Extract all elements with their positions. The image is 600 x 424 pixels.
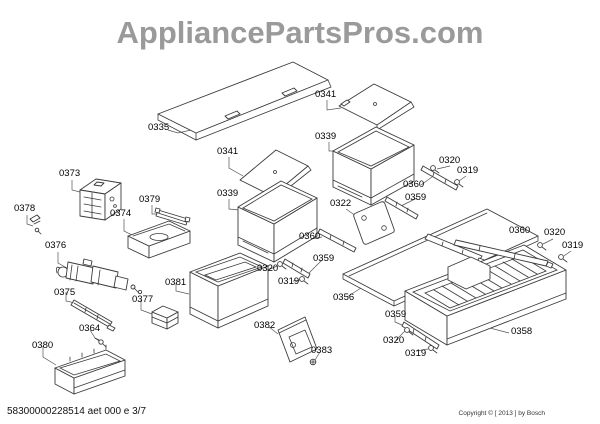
leader-0359-center (308, 259, 323, 274)
part-0359-rail-right (384, 196, 419, 220)
callout-0319-drawer: 0319 (562, 240, 584, 251)
leader-0356 (346, 287, 362, 298)
screw-0319-right (454, 179, 464, 188)
callout-0360-drawer: 0360 (509, 225, 531, 236)
leader-0383 (314, 351, 321, 361)
callout-0381: 0381 (165, 277, 187, 288)
callout-0339-left: 0339 (217, 188, 239, 199)
leader-0378 (26, 215, 34, 227)
callout-0359-center: 0359 (313, 253, 335, 264)
callout-0360-right: 0360 (403, 179, 425, 190)
callout-0379: 0379 (139, 194, 161, 205)
leader-0381 (175, 283, 190, 295)
part-0359-rail-center (282, 258, 311, 279)
part-0335-shelf (157, 61, 332, 141)
callout-0364: 0364 (79, 323, 101, 334)
screw-0319-center (299, 276, 309, 285)
callout-0374: 0374 (110, 208, 132, 219)
leader-0319-bottom (415, 348, 429, 352)
callout-0376: 0376 (45, 240, 67, 251)
callout-0356: 0356 (333, 292, 355, 303)
leader-0320-bottom (395, 330, 406, 341)
leader-0320-drawer (542, 238, 554, 245)
part-0377-box (151, 305, 179, 330)
part-0382-panel (277, 316, 318, 363)
screw-0320-drawer (537, 242, 547, 251)
callout-0320-drawer: 0320 (544, 227, 566, 238)
leader-0359-bottom (394, 315, 405, 327)
screw-0320-right (430, 165, 440, 174)
part-0339-right-drawer (332, 126, 415, 206)
part-0360-rail-drawer (453, 239, 554, 269)
part-0375-rail (70, 299, 116, 332)
leader-0376 (57, 252, 68, 269)
callout-0320-bottom: 0320 (383, 335, 405, 346)
leader-0375 (65, 292, 76, 304)
screw-0319-drawer (558, 254, 568, 263)
part-0383-screw (309, 358, 317, 366)
callout-0360-center: 0360 (299, 231, 321, 242)
leader-0341-top (326, 100, 342, 111)
screw-0319-bottom (428, 345, 438, 354)
leader-0319-drawer (563, 250, 572, 257)
callout-0383: 0383 (311, 345, 333, 356)
part-0360-rail-right (420, 165, 459, 191)
part-0381-bin (189, 252, 269, 329)
document-number: 58300000228514 aet 000 e 3/7 (7, 406, 147, 417)
copyright-notice: Copyright © [ 2013 ] by Bosch (458, 410, 545, 417)
callout-0320-center: 0320 (257, 263, 279, 274)
callout-0375: 0375 (54, 287, 76, 298)
part-0359-rail-bottom (401, 321, 440, 350)
callout-0319-center: 0319 (278, 276, 300, 287)
leader-0319-center (292, 279, 301, 282)
part-0360-rail-center (317, 228, 357, 253)
part-0380-tray (54, 344, 126, 395)
callout-0359-bottom: 0359 (385, 309, 407, 320)
callout-0341-left: 0341 (217, 146, 239, 157)
part-0376-assembly (56, 258, 143, 295)
leader-0341-left (228, 157, 244, 177)
leader-0373 (71, 180, 81, 193)
leader-0374 (123, 219, 133, 236)
screw-0320-center (277, 261, 287, 270)
leader-0377 (140, 300, 153, 315)
fastener-screws (277, 165, 568, 354)
part-0322-plate (353, 201, 395, 245)
callout-0358: 0358 (511, 326, 533, 337)
callout-0319-bottom: 0319 (405, 348, 427, 359)
watermark: AppliancePartsPros.com (116, 15, 484, 50)
part-0373-icemaker (79, 178, 122, 221)
part-0379-bracket (154, 207, 191, 226)
leader-0339-left (228, 199, 241, 211)
leader-0382 (268, 326, 279, 335)
part-0374-tray (127, 220, 191, 259)
callout-0319-right: 0319 (457, 165, 479, 176)
callout-0373: 0373 (59, 168, 81, 179)
callout-0378: 0378 (14, 203, 36, 214)
leader-0320-center (267, 265, 278, 271)
callout-0339-right: 0339 (315, 131, 337, 142)
callout-0382: 0382 (254, 320, 276, 331)
part-0339-left-drawer (237, 180, 318, 263)
leader-0380 (42, 346, 57, 366)
leader-0320-right (436, 165, 451, 170)
part-0356-shelf (342, 208, 539, 307)
screw-0320-bottom (404, 327, 414, 336)
callout-0320-right: 0320 (439, 155, 461, 166)
callout-0377: 0377 (132, 294, 154, 305)
callout-0341-top: 0341 (315, 89, 337, 100)
leader-0360-right (420, 176, 433, 186)
callout-0359-right: 0359 (405, 192, 427, 203)
part-0341-top-panel (338, 83, 415, 131)
leader-0335 (167, 129, 192, 134)
callout-0322: 0322 (330, 198, 352, 209)
leader-0319-right (458, 175, 467, 182)
callout-0380: 0380 (32, 340, 54, 351)
part-0378-clip (29, 214, 42, 235)
part-0364-screw (94, 337, 107, 348)
part-0358-drawer (404, 244, 567, 346)
callout-0335: 0335 (148, 122, 170, 133)
